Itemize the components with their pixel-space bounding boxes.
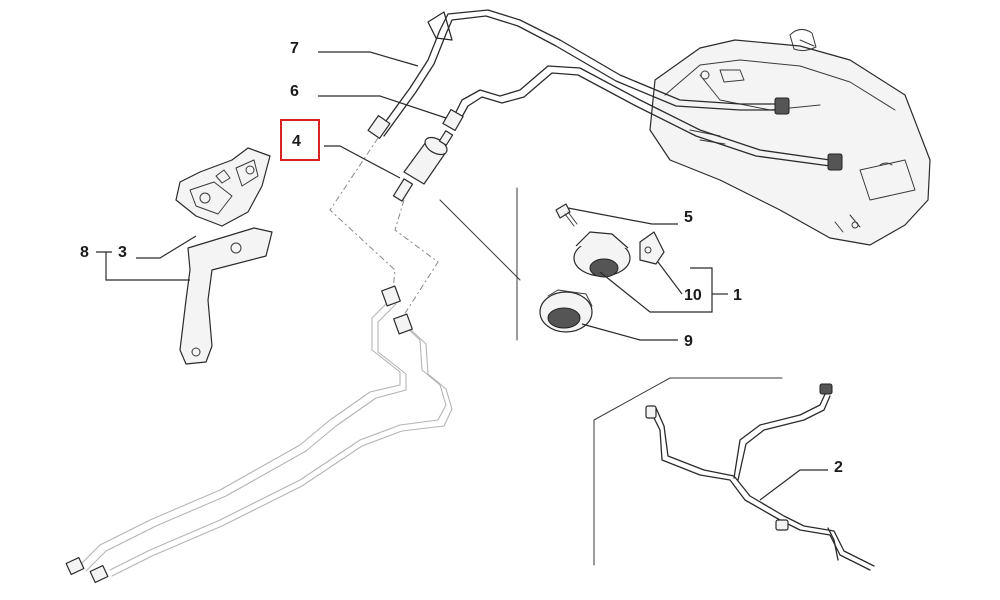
svg-text:8: 8 — [80, 244, 89, 261]
fuel-line-7 — [367, 9, 790, 139]
pump-module-10 — [573, 231, 665, 278]
fuel-line-6 — [442, 65, 843, 171]
svg-text:7: 7 — [290, 40, 299, 57]
underbody-fuel-lines — [65, 285, 453, 583]
callout-10-1: 10 1 — [599, 261, 742, 313]
callout-5: 5 — [567, 207, 693, 226]
svg-text:6: 6 — [290, 83, 299, 100]
svg-text:1: 1 — [733, 287, 742, 304]
svg-text:2: 2 — [834, 459, 843, 476]
callout-7: 7 — [290, 40, 419, 67]
svg-text:3: 3 — [118, 244, 127, 261]
fuel-tank — [649, 29, 931, 246]
sleeve-9 — [539, 289, 593, 333]
bolt-5 — [555, 203, 578, 227]
svg-text:9: 9 — [684, 333, 693, 350]
callout-4: 4 — [280, 119, 401, 179]
callout-2: 2 — [759, 459, 843, 501]
wiring-harness-2 — [593, 377, 875, 571]
callout-6: 6 — [290, 83, 447, 119]
highlight-box — [280, 119, 320, 161]
fuel-filter — [392, 130, 454, 202]
svg-text:4: 4 — [292, 133, 301, 150]
callout-8-3: 8 3 — [80, 235, 197, 281]
svg-text:10: 10 — [684, 287, 702, 304]
callout-9: 9 — [581, 323, 693, 350]
bracket-assembly-3 — [175, 147, 273, 365]
svg-text:5: 5 — [684, 209, 693, 226]
assembly-guides — [329, 137, 521, 341]
